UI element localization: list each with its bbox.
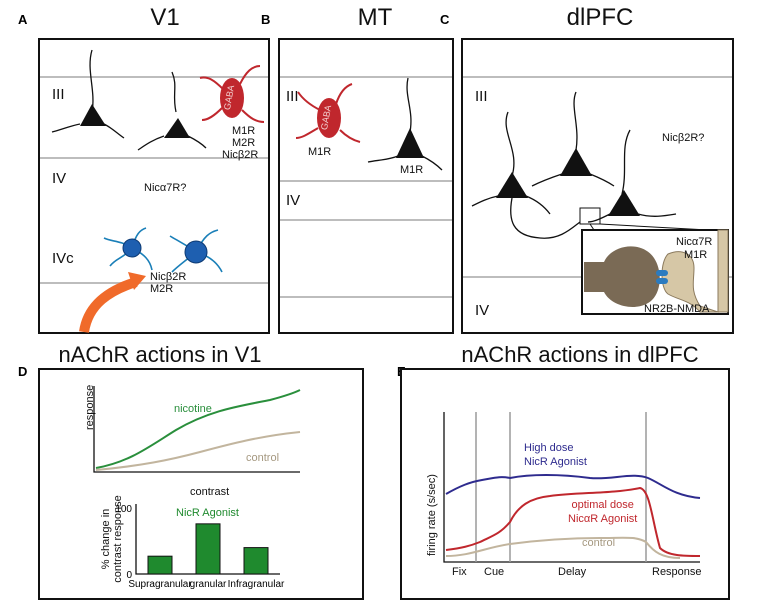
receptor-label: Nicα7R? (144, 182, 187, 194)
pyramidal-neuron (367, 77, 443, 171)
receptor-label: Nicβ2R? (662, 132, 705, 144)
legend-control: control (582, 537, 616, 549)
layer-label: IV (286, 192, 301, 209)
pyramidal-neuron (608, 190, 640, 216)
line-chart (93, 386, 301, 473)
bar-category-label: Infragranular (228, 579, 285, 590)
stellate-cell (184, 240, 208, 264)
panel-b-letter: B (261, 12, 271, 27)
receptor-label: Nicβ2R (150, 271, 187, 283)
thalamic-afferent-arrowhead (128, 272, 146, 290)
presynaptic-terminal (584, 246, 660, 307)
gaba-interneuron (199, 65, 265, 123)
epoch-label: Delay (558, 566, 587, 578)
layer-label: III (286, 88, 299, 105)
receptor-label: M2R (150, 283, 174, 295)
nmda-receptor (656, 270, 668, 276)
panel-e-title: nAChR actions in dlPFC (461, 342, 699, 367)
layer-boundary (40, 282, 268, 284)
panel-c-letter: C (440, 12, 450, 27)
receptor-label: Nicα7R (676, 236, 712, 248)
receptor-label: M1R (400, 164, 424, 176)
postsynaptic-spine (661, 229, 729, 313)
pyramidal-neuron (496, 172, 528, 198)
receptor-label: Nicβ2R (222, 149, 259, 161)
bar-granular (195, 523, 221, 575)
high-dose-trace (445, 474, 701, 499)
panel-d-letter: D (18, 364, 28, 379)
pyramidal-neuron (137, 71, 207, 151)
panel-b-title: MT (357, 4, 393, 31)
receptor-label: M2R (232, 137, 256, 149)
gaba-interneuron (295, 83, 361, 143)
layer-boundary (40, 157, 268, 159)
bar-chart-axes (135, 504, 280, 575)
line-chart-axes (93, 386, 300, 473)
panel-d-frame (38, 368, 364, 600)
layer-label: IVc (52, 250, 74, 267)
bar-tick-label: 0 (126, 570, 132, 581)
pyramidal-neuron (80, 104, 106, 126)
bar-supragranular (147, 555, 173, 575)
layer-boundary (463, 76, 732, 78)
layer-label: III (52, 86, 65, 103)
optimal-dose-trace (445, 486, 701, 557)
receptor-label: M1R (684, 249, 707, 261)
legend-control: control (246, 452, 280, 464)
thalamic-afferent (79, 277, 138, 333)
epoch-label: Cue (484, 566, 505, 578)
layer-boundary (280, 219, 452, 221)
bar-infragranular (243, 547, 269, 575)
layer-label: IV (52, 170, 67, 187)
layer-label: IV (475, 302, 490, 319)
pyramidal-neuron (560, 148, 592, 176)
gaba-label: GABA (222, 84, 236, 110)
gaba-interneuron (220, 78, 244, 118)
layer-boundary (40, 76, 268, 78)
bar-tick-label: 100 (115, 504, 132, 515)
pyramidal-neuron (396, 128, 424, 158)
panel-b-frame (278, 38, 454, 334)
nmda-receptor (656, 278, 668, 284)
epoch-label: Response (652, 566, 702, 578)
receptor-label: M1R (232, 125, 256, 137)
gaba-label: GABA (319, 104, 333, 130)
legend-nicotine: nicotine (174, 403, 212, 415)
epoch-label: Fix (452, 566, 467, 578)
bar-legend: NicR Agonist (176, 507, 239, 519)
layer-boundary (280, 76, 452, 78)
receptor-label: M1R (308, 146, 332, 158)
panel-a-letter: A (18, 12, 28, 27)
epoch-boundaries (475, 412, 647, 562)
panel-d-title: nAChR actions in V1 (58, 342, 262, 367)
control-trace (445, 536, 681, 559)
firing-rate-axes (443, 412, 700, 563)
nicotine-curve (95, 389, 301, 469)
gaba-interneuron (317, 98, 341, 138)
panel-a-title: V1 (150, 4, 180, 31)
panel-e-frame (400, 368, 730, 600)
nmda-label: NR2B-NMDA (644, 303, 710, 315)
pyramidal-neuron (164, 118, 190, 138)
bar-category-label: Supragranular (128, 579, 192, 590)
layer-boundary (280, 180, 452, 182)
panel-c-title: dlPFC (566, 4, 634, 31)
layer-boundary (280, 296, 452, 298)
control-curve (95, 431, 301, 471)
line-chart-xlabel: contrast (190, 486, 230, 498)
pyramidal-neuron (471, 91, 677, 239)
stellate-cell (122, 238, 142, 258)
layer-label: III (475, 88, 488, 105)
bar-category-label: granular (190, 579, 227, 590)
